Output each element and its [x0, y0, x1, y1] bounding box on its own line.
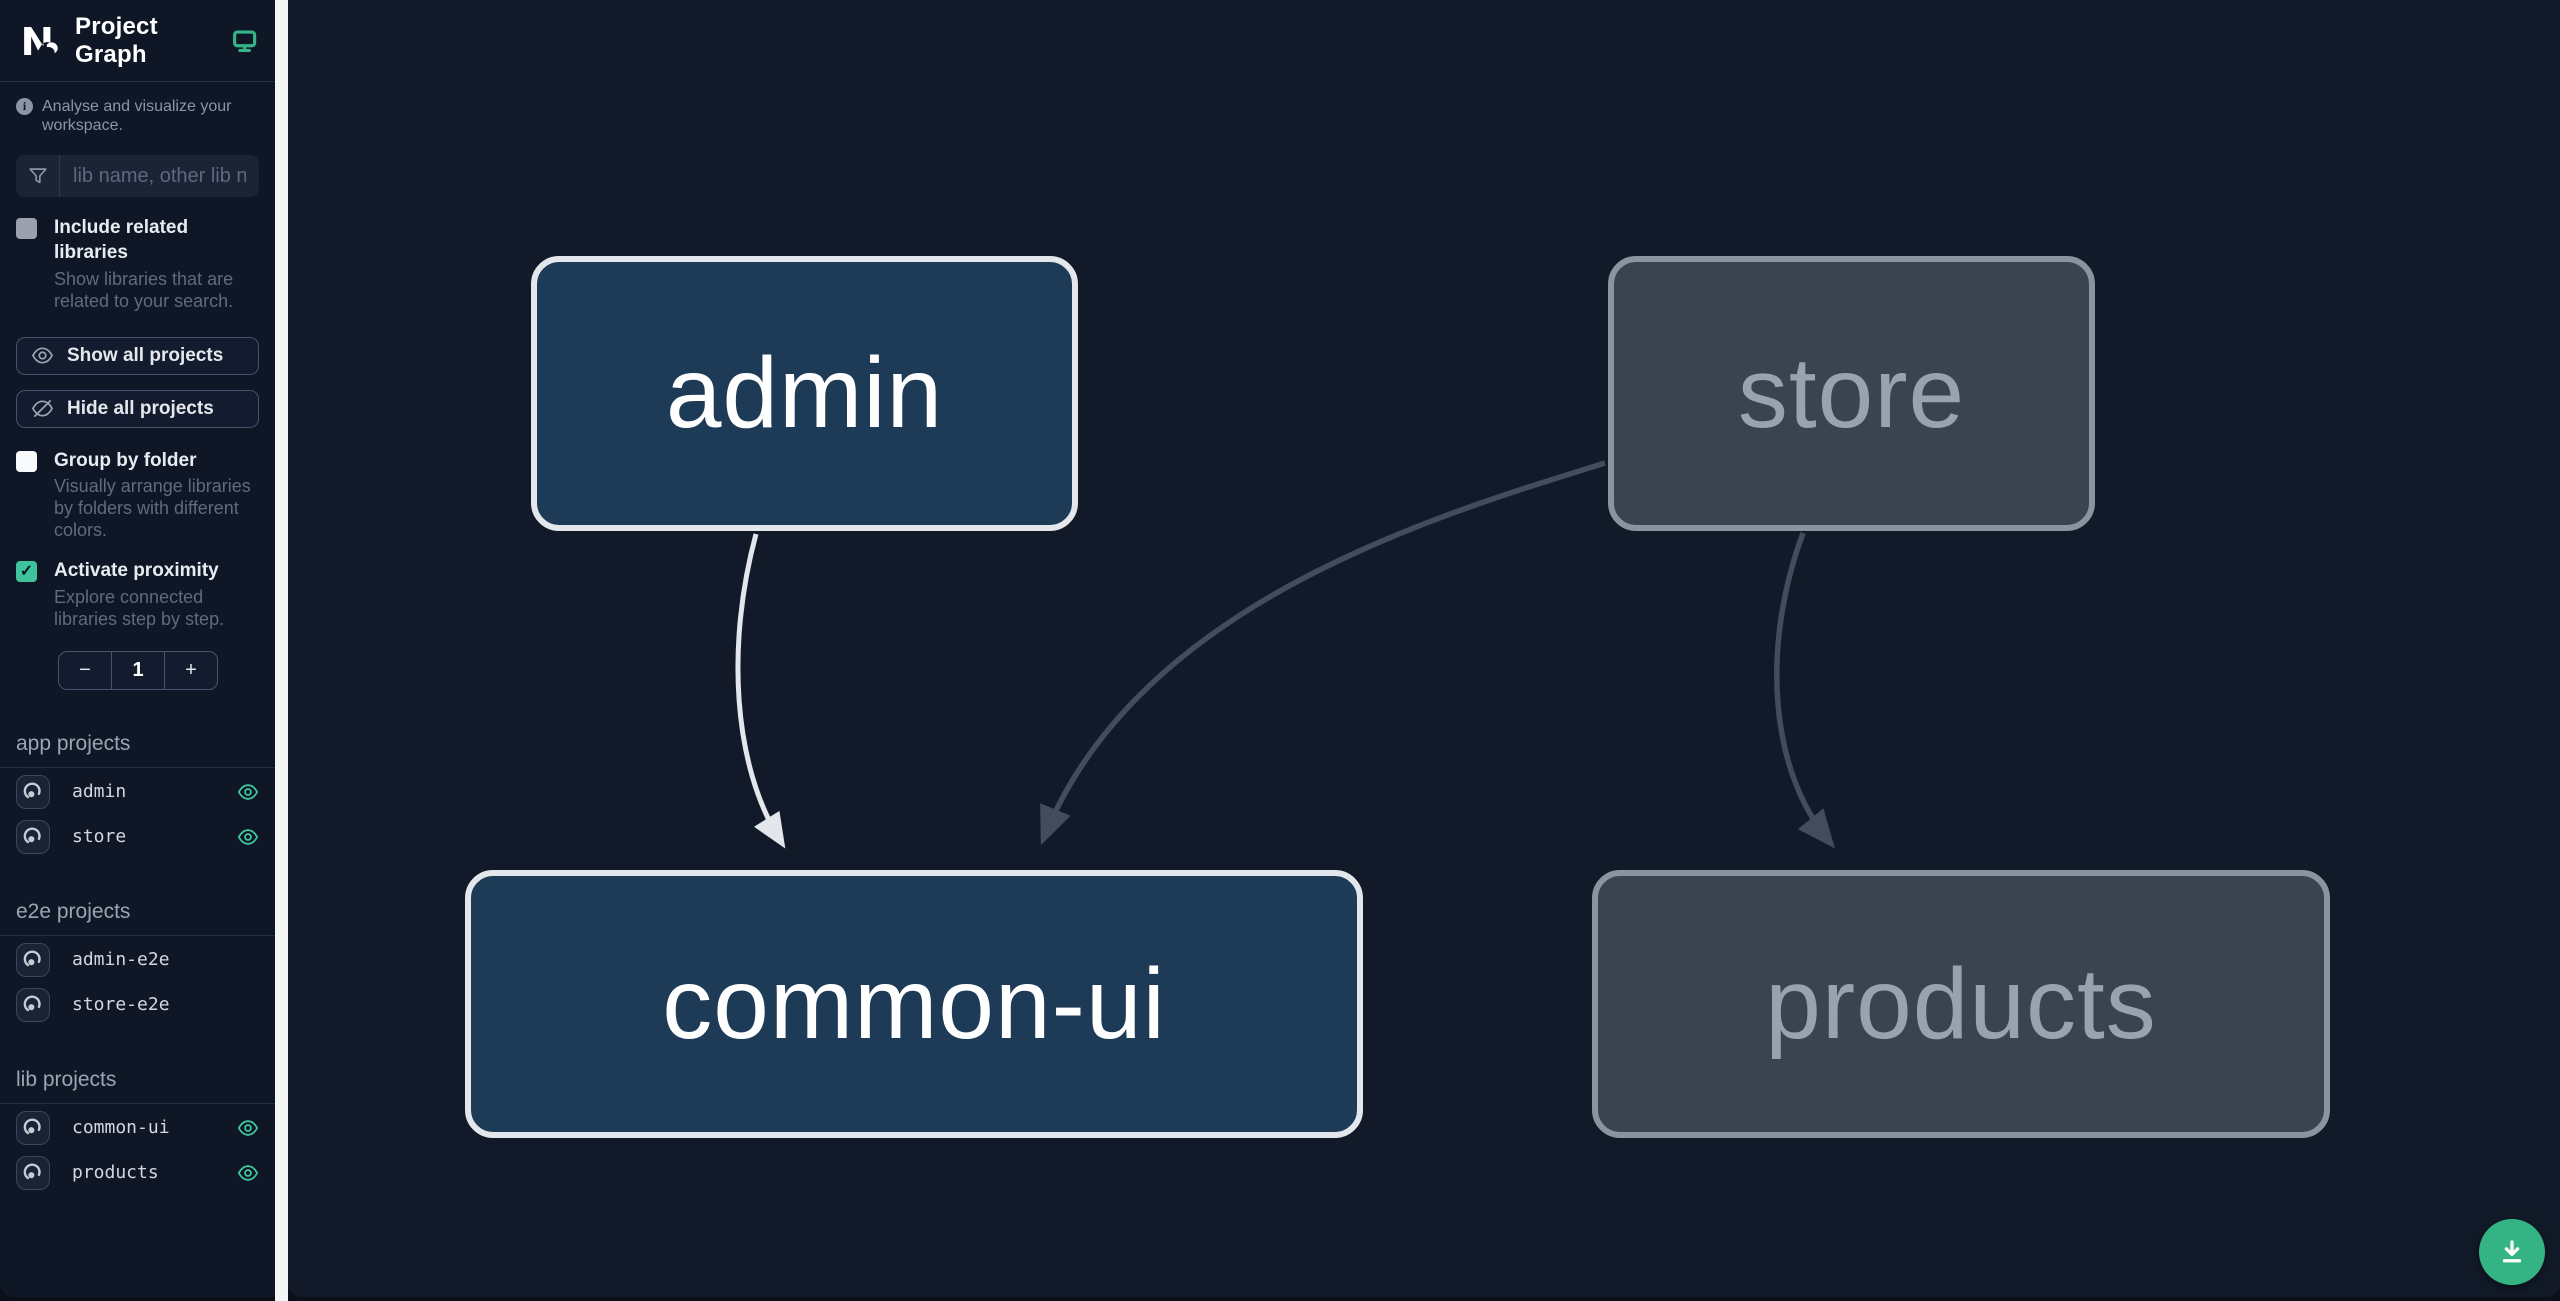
toggle-visibility-eye-icon[interactable] [237, 781, 259, 803]
sidebar-scrollbar[interactable] [275, 0, 288, 1301]
focus-project-button[interactable] [16, 942, 50, 977]
node-label: admin [665, 337, 944, 449]
option-activate-proximity[interactable]: ✓ Activate proximity Explore connected l… [0, 546, 275, 635]
group-by-folder-label: Group by folder [54, 449, 197, 471]
section-lib-projects: lib projects common-ui [0, 1068, 275, 1194]
hide-all-projects-label: Hide all projects [67, 397, 214, 419]
project-name: products [72, 1162, 159, 1184]
proximity-stepper: − 1 + [58, 650, 218, 690]
project-name: store [72, 826, 127, 848]
monitor-icon[interactable] [232, 28, 257, 54]
list-item: store [0, 816, 275, 858]
list-item: store-e2e [0, 984, 275, 1026]
list-item: admin [0, 771, 275, 813]
download-icon [2502, 1240, 2522, 1263]
section-e2e-projects: e2e projects admin-e2e store-e2e [0, 900, 275, 1026]
graph-node-products[interactable]: products [1592, 870, 2330, 1138]
filter-input-group [16, 155, 259, 198]
proximity-increment-button[interactable]: + [164, 651, 217, 689]
show-all-projects-label: Show all projects [67, 344, 224, 366]
graph-canvas[interactable]: admin store common-ui products [288, 0, 2560, 1297]
hide-all-projects-button[interactable]: Hide all projects [16, 389, 259, 428]
proximity-value: 1 [111, 651, 164, 689]
proximity-decrement-button[interactable]: − [79, 658, 91, 681]
focus-project-button[interactable] [16, 1110, 50, 1145]
list-item: admin-e2e [0, 939, 275, 981]
eye-off-icon [31, 400, 54, 418]
workspace-info-banner: i Analyse and visualize your workspace. [0, 82, 275, 137]
node-label: common-ui [662, 947, 1166, 1060]
activate-proximity-label: Activate proximity [54, 560, 219, 582]
focus-icon [23, 782, 41, 799]
list-item: common-ui [0, 1107, 275, 1149]
graph-node-store[interactable]: store [1608, 256, 2095, 531]
filter-input[interactable] [60, 155, 259, 198]
section-app-projects: app projects admin [0, 732, 275, 858]
nx-logo-icon [24, 26, 58, 55]
project-name: admin-e2e [72, 949, 170, 971]
section-heading: lib projects [0, 1068, 275, 1104]
focus-icon [23, 950, 41, 967]
focus-project-button[interactable] [16, 1155, 50, 1190]
focus-icon [23, 995, 41, 1012]
project-visibility-buttons: Show all projects Hide all projects [16, 336, 259, 428]
checkmark-icon: ✓ [19, 562, 34, 580]
option-group-by-folder[interactable]: Group by folder Visually arrange librari… [0, 443, 275, 547]
eye-icon [31, 347, 54, 364]
workspace-info-text: Analyse and visualize your workspace. [42, 98, 232, 135]
sidebar: Project Graph i Analyse and visualize yo… [0, 0, 275, 1297]
group-by-folder-checkbox[interactable] [16, 450, 37, 472]
node-label: products [1765, 947, 2157, 1060]
page-title: Project Graph [75, 12, 158, 68]
show-all-projects-button[interactable]: Show all projects [16, 336, 259, 375]
sidebar-header: Project Graph [0, 0, 275, 82]
list-item: products [0, 1152, 275, 1194]
toggle-visibility-eye-icon[interactable] [237, 1162, 259, 1184]
section-heading: e2e projects [0, 900, 275, 936]
include-related-description: Show libraries that are related to your … [54, 268, 234, 311]
project-name: store-e2e [72, 994, 170, 1016]
toggle-visibility-eye-icon[interactable] [237, 826, 259, 848]
graph-node-common-ui[interactable]: common-ui [465, 870, 1363, 1138]
edge-store-to-products [1774, 532, 1835, 849]
focus-project-button[interactable] [16, 987, 50, 1022]
project-name: common-ui [72, 1117, 170, 1139]
graph-node-admin[interactable]: admin [531, 256, 1078, 531]
option-include-related[interactable]: Include related libraries Show libraries… [0, 203, 275, 316]
focus-icon [23, 1118, 41, 1135]
info-icon: i [16, 98, 33, 115]
include-related-label: Include related libraries [54, 217, 189, 264]
edge-admin-to-common-ui [735, 533, 786, 849]
focus-icon [23, 1163, 41, 1180]
section-heading: app projects [0, 732, 275, 768]
focus-project-button[interactable] [16, 819, 50, 854]
project-name: admin [72, 781, 127, 803]
focus-icon [23, 827, 41, 844]
focus-project-button[interactable] [16, 774, 50, 809]
group-by-folder-description: Visually arrange libraries by folders wi… [54, 476, 251, 541]
funnel-icon [16, 155, 60, 198]
download-image-button[interactable] [2479, 1219, 2545, 1285]
edge-store-to-common-ui [1040, 460, 1606, 846]
dependency-edges [735, 460, 1835, 849]
activate-proximity-description: Explore connected libraries step by step… [54, 586, 225, 629]
include-related-checkbox[interactable] [16, 218, 37, 240]
node-label: store [1737, 337, 1966, 449]
toggle-visibility-eye-icon[interactable] [237, 1117, 259, 1139]
activate-proximity-checkbox[interactable]: ✓ [16, 561, 37, 583]
